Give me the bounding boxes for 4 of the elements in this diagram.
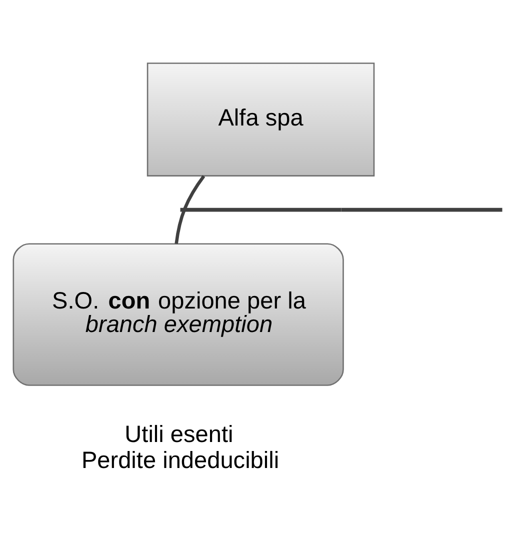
node-box: S.O. con opzione per la branch exemption — [12, 242, 344, 386]
node-box: Alfa spa — [146, 62, 375, 176]
node-label: Utili esenti Perdite indeducibili — [81, 420, 280, 473]
connector — [174, 174, 206, 244]
